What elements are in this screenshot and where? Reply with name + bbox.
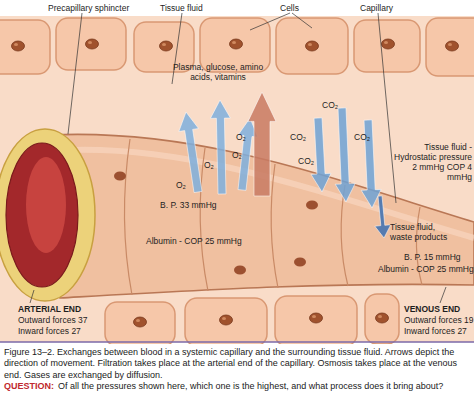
nucleus-highlight — [88, 41, 92, 44]
pressure-label: Albumin - COP 25 mmHg — [378, 264, 474, 274]
part-label: Precapillary sphincter — [48, 3, 129, 13]
tissue-cell — [0, 20, 50, 74]
endothelial-border — [271, 164, 278, 288]
gas-label: O₂ — [236, 132, 246, 142]
movement-arrow — [375, 196, 391, 238]
cell-nucleus — [306, 41, 319, 51]
gas-label: CO₂ — [298, 156, 314, 166]
leader-line — [172, 13, 182, 84]
question-line: QUESTION: Of all the pressures shown here… — [4, 381, 470, 392]
arrow-group — [179, 92, 391, 238]
question-text: Of all the pressures shown here, which o… — [58, 381, 443, 391]
substance-label: Tissue fluid, waste products — [390, 222, 456, 242]
nucleus-highlight — [308, 43, 312, 46]
endothelial-border — [124, 139, 132, 295]
leader-line — [440, 287, 446, 303]
caption-rule — [0, 341, 474, 343]
cell-group — [0, 18, 474, 344]
leader-line — [68, 13, 82, 134]
nucleus-highlight — [136, 319, 140, 322]
cell-nucleus — [86, 39, 99, 49]
endothelial-nucleus — [306, 201, 318, 210]
leader-line — [292, 13, 312, 28]
nucleus-highlight — [384, 41, 388, 44]
gas-label: O₂ — [204, 160, 214, 170]
gas-label: O₂ — [232, 150, 242, 160]
tissue-cell — [185, 298, 267, 344]
cell-nucleus — [220, 315, 233, 325]
gas-label: CO₂ — [354, 132, 370, 142]
lumen-highlight — [26, 157, 66, 253]
tissue-cell — [426, 18, 474, 76]
substance-label: Plasma, glucose, amino acids, vitamins — [166, 62, 270, 82]
part-label: Cells — [280, 3, 299, 13]
arterial-lumen — [6, 143, 78, 287]
movement-arrow — [210, 100, 230, 194]
endothelial-nucleus — [294, 258, 306, 267]
end-heading: ARTERIAL END — [18, 304, 81, 314]
force-value: Inward forces 27 — [18, 326, 81, 336]
pressure-label: Albumin - COP 25 mmHg — [146, 236, 242, 246]
gas-label: CO₂ — [290, 132, 306, 142]
cell-nucleus — [12, 41, 25, 51]
pressure-label: B. P. 15 mmHg — [404, 252, 461, 262]
gas-label: O₂ — [176, 180, 186, 190]
cell-nucleus — [376, 313, 389, 323]
nucleus-highlight — [448, 43, 452, 46]
tissue-cell — [275, 296, 357, 344]
gas-label: CO₂ — [322, 100, 338, 110]
tissue-cell — [354, 20, 420, 72]
cell-nucleus — [310, 313, 323, 323]
nucleus-highlight — [14, 43, 18, 46]
movement-arrow — [248, 92, 276, 196]
caption-block: Figure 13–2. Exchanges between blood in … — [4, 347, 470, 393]
cell-nucleus — [134, 317, 147, 327]
force-value: Inward forces 27 — [404, 326, 467, 336]
force-value: Outward forces 37 — [18, 315, 87, 325]
figure-caption: Figure 13–2. Exchanges between blood in … — [4, 347, 470, 381]
leader-line — [378, 13, 396, 203]
capillary-illustration — [0, 0, 474, 344]
precapillary-sphincter — [0, 129, 95, 301]
cell-nucleus — [160, 41, 173, 51]
leader-line — [250, 13, 290, 30]
nucleus-highlight — [222, 317, 226, 320]
pressure-label: B. P. 33 mmHg — [160, 200, 217, 210]
tissue-cell — [56, 18, 126, 70]
tissue-cell — [365, 294, 399, 344]
endothelial-nucleus — [114, 172, 126, 181]
cell-nucleus — [382, 39, 395, 49]
pressure-label: Tissue fluid - Hydrostatic pressure 2 mm… — [392, 142, 472, 182]
movement-arrow — [335, 108, 355, 202]
force-value: Outward forces 19 — [404, 315, 473, 325]
leader-line — [30, 290, 34, 303]
end-heading: VENOUS END — [404, 304, 460, 314]
nucleus-highlight — [312, 315, 316, 318]
part-label: Capillary — [360, 3, 393, 13]
tissue-fluid-background — [0, 16, 474, 342]
tissue-cell — [105, 302, 175, 344]
cell-nucleus — [446, 41, 459, 51]
top-strip — [0, 0, 474, 16]
part-label: Tissue fluid — [160, 3, 203, 13]
movement-arrow — [311, 118, 331, 192]
nucleus-highlight — [232, 41, 236, 44]
cell-nucleus — [230, 39, 243, 49]
nucleus-highlight — [162, 43, 166, 46]
question-heading: QUESTION: — [4, 381, 54, 391]
endothelial-nucleus — [234, 266, 246, 275]
tissue-cell — [276, 18, 348, 74]
nucleus-highlight — [378, 315, 382, 318]
